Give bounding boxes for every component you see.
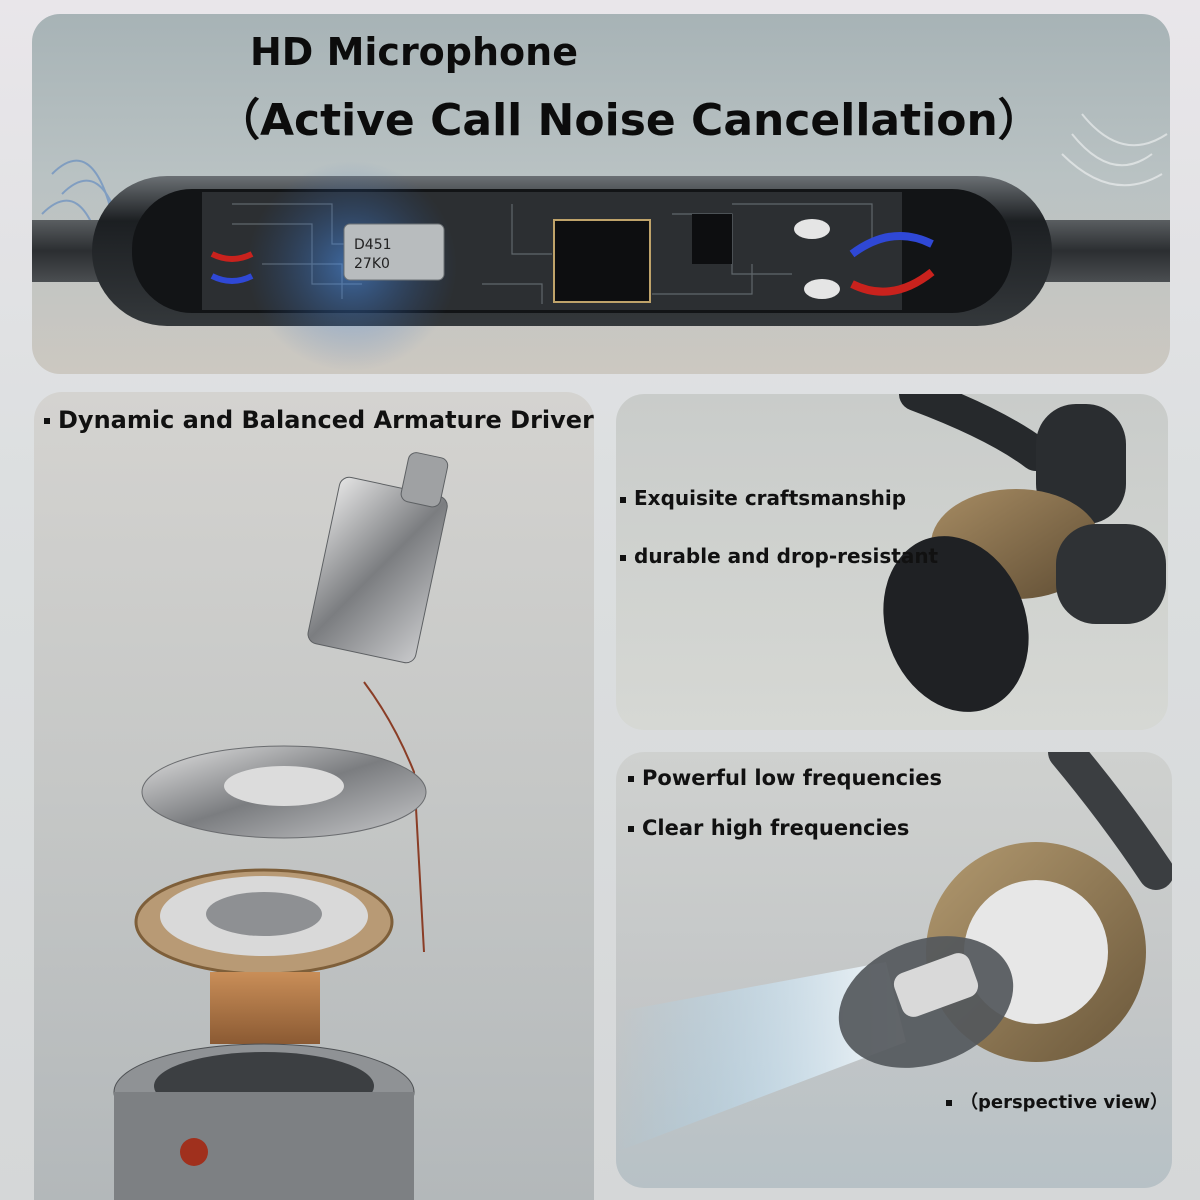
perspective-note-text: （perspective view）: [960, 1092, 1169, 1113]
earbud-cable: [1048, 752, 1172, 890]
craftsmanship-text-1: Exquisite craftsmanship: [634, 486, 907, 510]
solder-point-1: [794, 219, 830, 239]
driver-panel: Dynamic and Balanced Armature Driver: [34, 392, 594, 1200]
craftsmanship-line-1: Exquisite craftsmanship: [620, 486, 906, 510]
earbud-illustration: [883, 394, 1166, 712]
nozzle: [893, 953, 979, 1017]
chip-label-2: 27K0: [354, 256, 390, 272]
blue-wire: [849, 232, 934, 258]
solder-point-2: [804, 279, 840, 299]
driver-illustration: [113, 452, 449, 1200]
mic-chip: [343, 223, 445, 281]
frequency-line-1: Powerful low frequencies: [628, 766, 942, 790]
driver-title: Dynamic and Balanced Armature Driver: [44, 406, 594, 434]
earbud-stem: [1036, 404, 1126, 524]
processor-chip: [553, 219, 651, 303]
craftsmanship-panel: Exquisite craftsmanship durable and drop…: [616, 394, 1168, 730]
armature-wire: [363, 681, 425, 953]
balanced-armature: [307, 452, 449, 664]
perspective-note: （perspective view）: [946, 1088, 1168, 1114]
sound-beam: [616, 962, 906, 1152]
driver-title-text: Dynamic and Balanced Armature Driver: [58, 406, 594, 434]
earbud-cable: [899, 394, 1053, 471]
red-wire: [850, 268, 935, 296]
frequency-text-1: Powerful low frequencies: [642, 766, 943, 790]
microphone-panel: D451 27K0 HD Microphone （Active Call Noi…: [32, 14, 1170, 374]
voice-coil: [210, 972, 320, 1044]
frequency-text-2: Clear high frequencies: [642, 816, 910, 840]
microphone-illustration: D451 27K0: [32, 113, 1170, 371]
frequencies-panel: Powerful low frequencies Clear high freq…: [616, 752, 1172, 1188]
hd-microphone-title: HD Microphone: [250, 30, 578, 74]
sound-wave-right: [1061, 113, 1168, 187]
craftsmanship-line-2: durable and drop-resistant: [620, 544, 938, 568]
craftsmanship-text-2: durable and drop-resistant: [634, 544, 939, 568]
noise-cancellation-subtitle: （Active Call Noise Cancellation）: [216, 95, 1042, 146]
perspective-earbud-illustration: [616, 752, 1172, 1152]
ear-tip: [883, 536, 1029, 712]
chip-label-1: D451: [354, 237, 392, 253]
frequency-line-2: Clear high frequencies: [628, 816, 909, 840]
bullet: [44, 418, 50, 424]
